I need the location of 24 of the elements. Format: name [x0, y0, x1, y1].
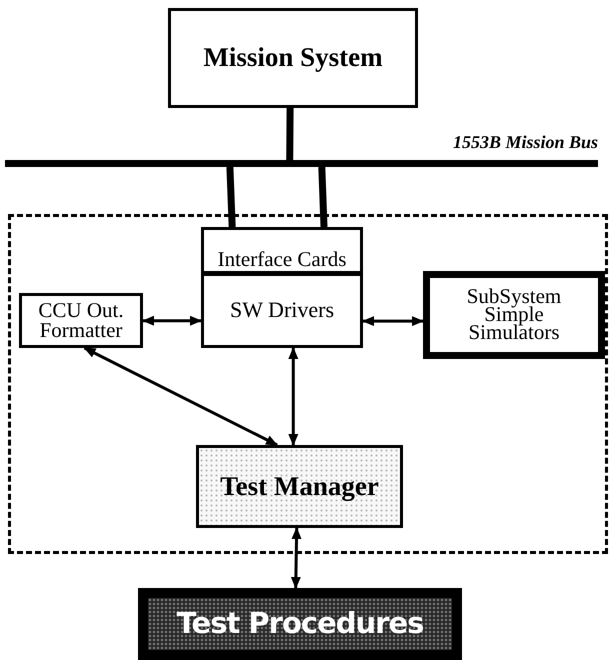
- bus-label: 1553B Mission Bus: [452, 132, 598, 153]
- formatter-box: [19, 293, 143, 348]
- node-label: Test Procedures: [176, 608, 424, 640]
- dashed-boundary: [8, 214, 608, 554]
- system-box: [168, 8, 418, 108]
- driver-box: [201, 273, 363, 348]
- double-arrow: [288, 347, 298, 446]
- double-arrow: [142, 316, 202, 326]
- manager-box: [196, 445, 403, 528]
- double-arrow: [290, 527, 302, 589]
- node-label: SW Drivers: [230, 298, 334, 323]
- connector-line: [286, 108, 294, 160]
- double-arrow: [362, 316, 424, 326]
- connector-line: [318, 166, 328, 228]
- node-label: CCU Out. Formatter: [37, 300, 125, 340]
- procedures-box: [138, 588, 462, 660]
- node-label: Test Manager: [220, 472, 379, 502]
- node-label: Mission System: [203, 43, 383, 73]
- simulator-box: [423, 271, 605, 359]
- connector-line: [226, 166, 236, 228]
- double-arrow: [84, 346, 278, 446]
- node-label: Interface Cards: [218, 248, 346, 271]
- interface-box: [201, 227, 363, 274]
- node-label: SubSystem Simple Simulators: [466, 288, 562, 342]
